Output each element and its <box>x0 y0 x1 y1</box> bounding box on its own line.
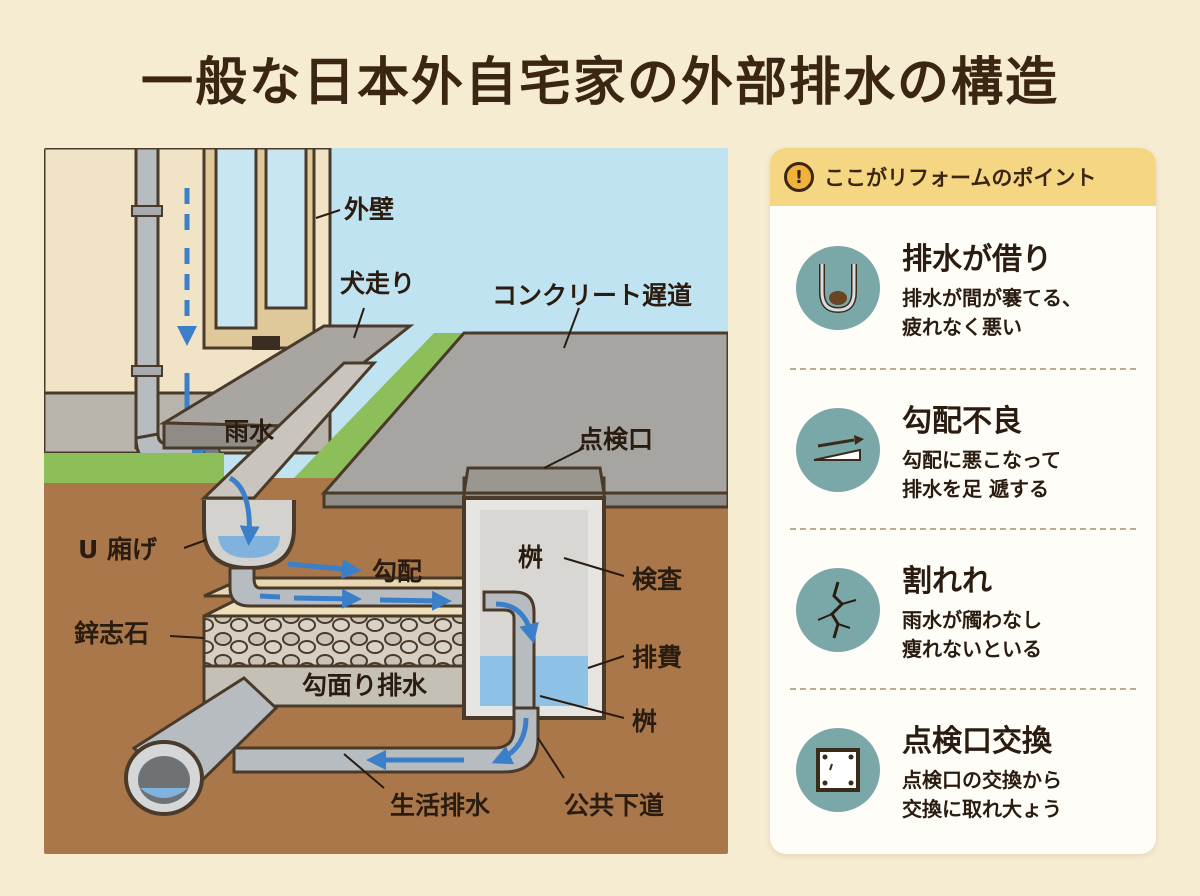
label-kensa: 検査 <box>632 565 682 594</box>
label-concrete: コンクリート遅道 <box>492 281 692 310</box>
masu-chamber <box>462 466 606 720</box>
sewer-pipe <box>124 676 540 816</box>
label-sasaeishi: 鋅志石 <box>74 619 149 648</box>
point-title: 割れれ <box>902 564 992 599</box>
divider <box>790 688 1136 690</box>
slope-arrow-icon <box>796 408 880 492</box>
grass-left <box>44 453 224 483</box>
inspection-cover-icon <box>796 728 880 812</box>
label-inubashiri: 犬走り <box>340 269 415 298</box>
label-gaiheki: 外壁 <box>344 195 394 224</box>
divider <box>790 528 1136 530</box>
grass-strip <box>294 333 474 478</box>
point-desc: 勾配に悪こなって 排水を足 遞する <box>902 448 1061 501</box>
point-desc: 雨水が斶わなし 瘦れないといる <box>902 608 1042 661</box>
drainage-diagram: 外壁 犬走り コンクリート遅道 雨水 点検口 U 廂げ 勾配 桝 検査 鋅志石 … <box>44 148 728 854</box>
trap-pipe-icon <box>796 246 880 330</box>
point-title: 勾配不良 <box>902 404 1022 439</box>
panel-title: ここがリフォームのポイント <box>824 166 1097 190</box>
label-u-channel: U 廂げ <box>78 535 158 564</box>
point-desc: 排水が間が褰てる、 疲れなく悪い <box>902 286 1082 339</box>
label-masu-top: 桝 <box>518 543 543 572</box>
point-title: 排水が借り <box>902 242 1052 277</box>
label-haihi: 排費 <box>632 643 682 672</box>
label-koubai: 勾配 <box>372 557 422 586</box>
label-seikatsu: 生活排水 <box>390 791 491 820</box>
reform-points-panel: ! ここがリフォームのポイント 排水が借り 排水が間が褰てる、 疲れなく悪い <box>770 148 1156 854</box>
divider <box>790 368 1136 370</box>
page-title: 一般な日本外自宅家の外部排水の構造 <box>140 53 1059 113</box>
label-koubai-haisui: 勾面り排水 <box>302 671 428 700</box>
crack-icon <box>796 568 880 652</box>
point-title: 点検口交換 <box>902 724 1052 759</box>
warning-icon: ! <box>784 162 814 192</box>
label-tenkenguchi: 点検口 <box>578 425 653 454</box>
inubashiri-slab <box>158 324 415 450</box>
point-item: 勾配不良 勾配に悪こなって 排水を足 遞する <box>770 370 1156 530</box>
point-desc: 点検口の交換から 交換に取れ大ょう <box>902 768 1062 821</box>
label-usui: 雨水 <box>224 417 275 446</box>
label-masu-bottom: 桝 <box>632 707 657 736</box>
point-item: 割れれ 雨水が斶わなし 瘦れないといる <box>770 530 1156 690</box>
panel-header: ! ここがリフォームのポイント <box>770 148 1156 206</box>
label-koukyou: 公共下道 <box>564 791 664 820</box>
point-item: 排水が借り 排水が間が褰てる、 疲れなく悪い <box>770 208 1156 368</box>
point-item: 点検口交換 点検口の交換から 交換に取れ大ょう <box>770 690 1156 850</box>
